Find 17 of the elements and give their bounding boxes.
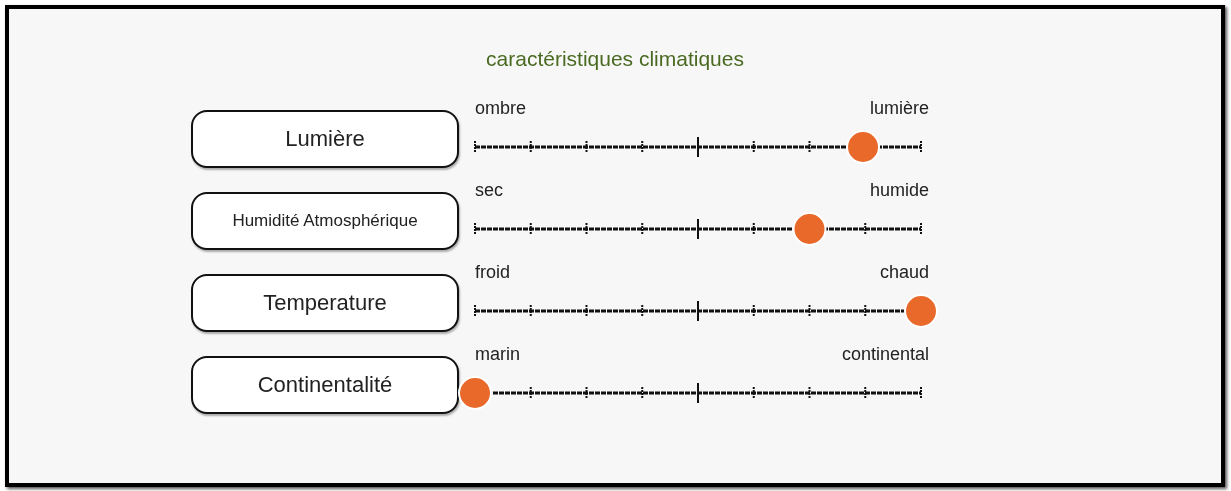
category-box: [191, 110, 459, 168]
scale-end-label: continental: [841, 344, 929, 365]
category-box: [191, 356, 459, 414]
category-label: Continentalité: [257, 372, 393, 398]
category-label: Humidité Atmosphérique: [232, 211, 418, 231]
scale-end-label: lumière: [869, 98, 929, 119]
scale-end-label: marin: [475, 344, 520, 365]
category-box: [191, 192, 459, 250]
category-label: Lumière: [285, 126, 365, 152]
scale-end-label: ombre: [475, 98, 527, 119]
category-label: Temperature: [263, 290, 387, 316]
category-box: [191, 274, 459, 332]
scale-end-label: chaud: [879, 262, 929, 283]
chart-title: caractéristiques climatiques: [485, 47, 745, 71]
scale-end-label: sec: [475, 180, 503, 201]
scale-end-label: froid: [475, 262, 510, 283]
scale-end-label: humide: [869, 180, 929, 201]
